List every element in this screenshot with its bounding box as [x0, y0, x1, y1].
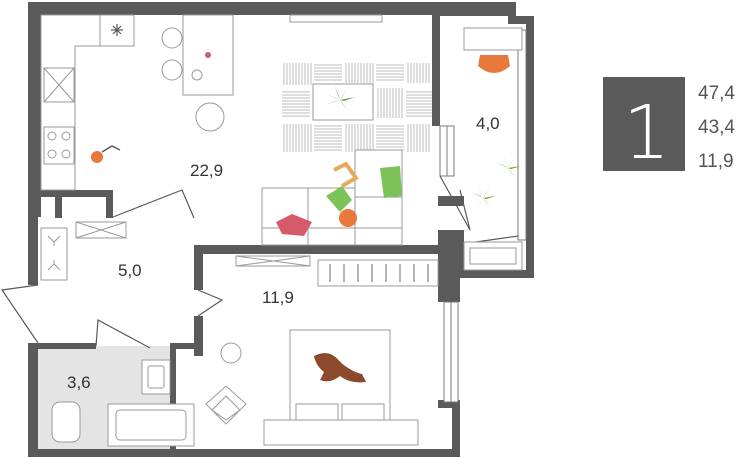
pot-icon: [91, 145, 121, 163]
snowflake-icon: [111, 24, 123, 36]
bathroom-furniture: [51, 359, 195, 447]
walls: [28, 2, 534, 457]
hall-furniture: [40, 221, 127, 281]
plant-icon: [325, 85, 355, 112]
balcony-plant-2: [471, 185, 496, 209]
doors: [0, 175, 519, 349]
rug-stripes: [282, 63, 432, 152]
kitchen-area-value: 11,9: [698, 151, 734, 172]
dog-icon: [314, 353, 366, 383]
balcony-area-label: 4,0: [476, 114, 500, 133]
tv-unit: [289, 14, 383, 23]
bedroom-area-label: 11,9: [262, 288, 294, 307]
pillow-green: [380, 166, 402, 198]
hall-area-label: 5,0: [118, 261, 142, 280]
bedroom-furniture: [205, 255, 439, 446]
wardrobe-hangers: [329, 264, 429, 282]
living-area-value: 43,4: [698, 117, 735, 138]
rooms-count: 1: [623, 90, 670, 176]
bathroom-area-label: 3,6: [67, 373, 91, 392]
total-area-value: 47,4: [698, 83, 735, 104]
pillow-red: [276, 214, 312, 236]
balcony-chair: [478, 55, 510, 73]
appliance-dot: [205, 52, 211, 58]
kitchen-furniture: [40, 14, 234, 191]
rooms-count-badge: [603, 77, 685, 171]
appliance-knob: [191, 69, 203, 81]
windows: [439, 29, 527, 403]
coffee-table: [312, 83, 374, 121]
balcony-plant-1: [496, 155, 521, 179]
balcony-furniture: [463, 27, 523, 271]
person-icon: [326, 161, 359, 227]
living-area-label: 22,9: [190, 161, 223, 180]
